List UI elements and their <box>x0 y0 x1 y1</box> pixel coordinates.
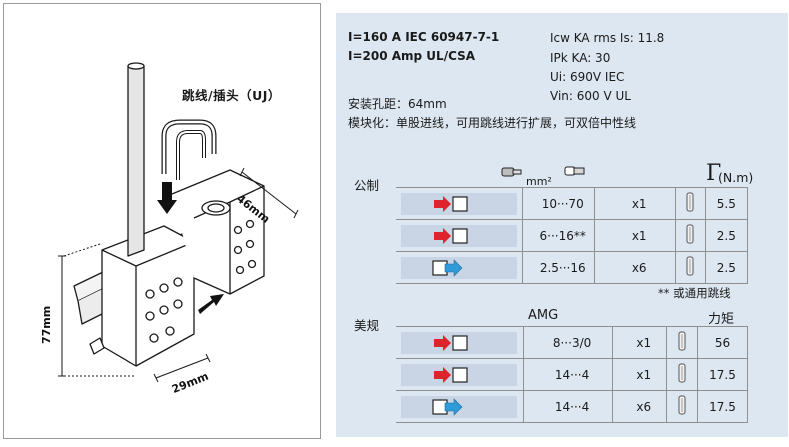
torque-gamma-icon: Γ <box>706 161 722 186</box>
us-awg-head: AMG <box>528 308 559 323</box>
screwdriver-cell <box>675 251 706 284</box>
table-row: 14···4 x1 17.5 <box>396 358 749 391</box>
spec-ul-rating: I=200 Amp UL/CSA <box>348 49 476 63</box>
blue-arrow-out-icon <box>432 258 463 277</box>
us-torque-cell: 56 <box>696 326 749 359</box>
us-torque-cell: 17.5 <box>696 358 749 391</box>
product-drawing-panel: 跳线/插头（UJ） 46mm 77mm 29mm <box>3 3 321 439</box>
metric-multiplier-cell: x6 <box>594 251 677 284</box>
table-row: 14···4 x6 17.5 <box>396 390 749 423</box>
blue-arrow-out-icon <box>432 397 463 416</box>
screw-icon <box>678 363 686 383</box>
screwdriver-cell <box>675 219 706 252</box>
table-row: 10···70 x1 5.5 <box>396 187 749 220</box>
metric-range-cell: 2.5···16 <box>522 251 596 284</box>
us-range-cell: 14···4 <box>522 358 614 391</box>
connection-type-cell <box>396 187 523 220</box>
table-row: 2.5···16 x6 2.5 <box>396 251 749 284</box>
us-multiplier-cell: x6 <box>612 390 668 423</box>
screwdriver-cell <box>666 326 698 359</box>
red-arrow-in-icon <box>434 334 468 351</box>
metric-torque-cell: 2.5 <box>704 219 749 252</box>
dimension-height-label: 77mm <box>40 305 53 344</box>
spec-modular-note: 模块化：单股进线，可用跳线进行扩展，可双倍中性线 <box>348 116 637 130</box>
spec-icw: Icw KA rms Is: 11.8 <box>550 31 665 45</box>
screw-icon <box>686 224 694 244</box>
metric-multiplier-cell: x1 <box>594 187 677 220</box>
table-row: 6···16** x1 2.5 <box>396 219 749 252</box>
spec-panel: I=160 A IEC 60947-7-1 I=200 Amp UL/CSA I… <box>336 13 788 437</box>
us-torque-head: 力矩 <box>708 312 735 327</box>
ferrule-icon <box>501 167 522 177</box>
spec-iec-rating: I=160 A IEC 60947-7-1 <box>348 30 500 44</box>
screw-icon <box>678 331 686 351</box>
metric-unit-label: mm² <box>526 175 552 188</box>
screw-icon <box>686 256 694 276</box>
spec-ipk: IPk KA: 30 <box>550 51 611 65</box>
us-range-cell: 8···3/0 <box>522 326 614 359</box>
screwdriver-cell <box>675 187 706 220</box>
metric-multiplier-cell: x1 <box>594 219 677 252</box>
spec-ui: Ui: 690V IEC <box>550 70 625 84</box>
screw-icon <box>678 395 686 415</box>
metric-range-cell: 10···70 <box>522 187 596 220</box>
metric-footnote: ** 或通用跳线 <box>658 286 731 300</box>
red-arrow-in-icon <box>434 366 468 383</box>
connection-type-cell <box>396 219 523 252</box>
terminal-block-drawing <box>58 62 299 383</box>
us-torque-cell: 17.5 <box>696 390 749 423</box>
metric-range-cell: 6···16** <box>522 219 596 252</box>
table-row: 8···3/0 x1 56 <box>396 326 749 359</box>
metric-torque-cell: 5.5 <box>704 187 749 220</box>
us-multiplier-cell: x1 <box>612 326 668 359</box>
metric-torque-cell: 2.5 <box>704 251 749 284</box>
red-arrow-in-icon <box>434 195 468 212</box>
connection-type-cell <box>396 326 524 359</box>
screwdriver-cell <box>666 358 698 391</box>
metric-torque-head: (N.m) <box>718 170 754 185</box>
us-section-label: 美规 <box>354 318 380 333</box>
screwdriver-cell <box>666 390 698 423</box>
metric-table: 10···70 x1 5.5 6···16** x1 2.5 <box>396 187 749 284</box>
us-multiplier-cell: x1 <box>612 358 668 391</box>
jumper-title: 跳线/插头（UJ） <box>182 88 281 103</box>
connection-type-cell <box>396 358 524 391</box>
red-arrow-in-icon <box>434 227 468 244</box>
wire-end-icon <box>564 166 585 176</box>
connection-type-cell <box>396 251 523 284</box>
spec-mounting-distance: 安装孔距：64mm <box>348 97 447 111</box>
connection-type-cell <box>396 390 524 423</box>
metric-section-label: 公制 <box>354 178 380 193</box>
us-range-cell: 14···4 <box>522 390 614 423</box>
spec-vin: Vin: 600 V UL <box>550 89 631 103</box>
us-table: 8···3/0 x1 56 14···4 x1 17.5 <box>396 326 749 423</box>
screw-icon <box>686 192 694 212</box>
